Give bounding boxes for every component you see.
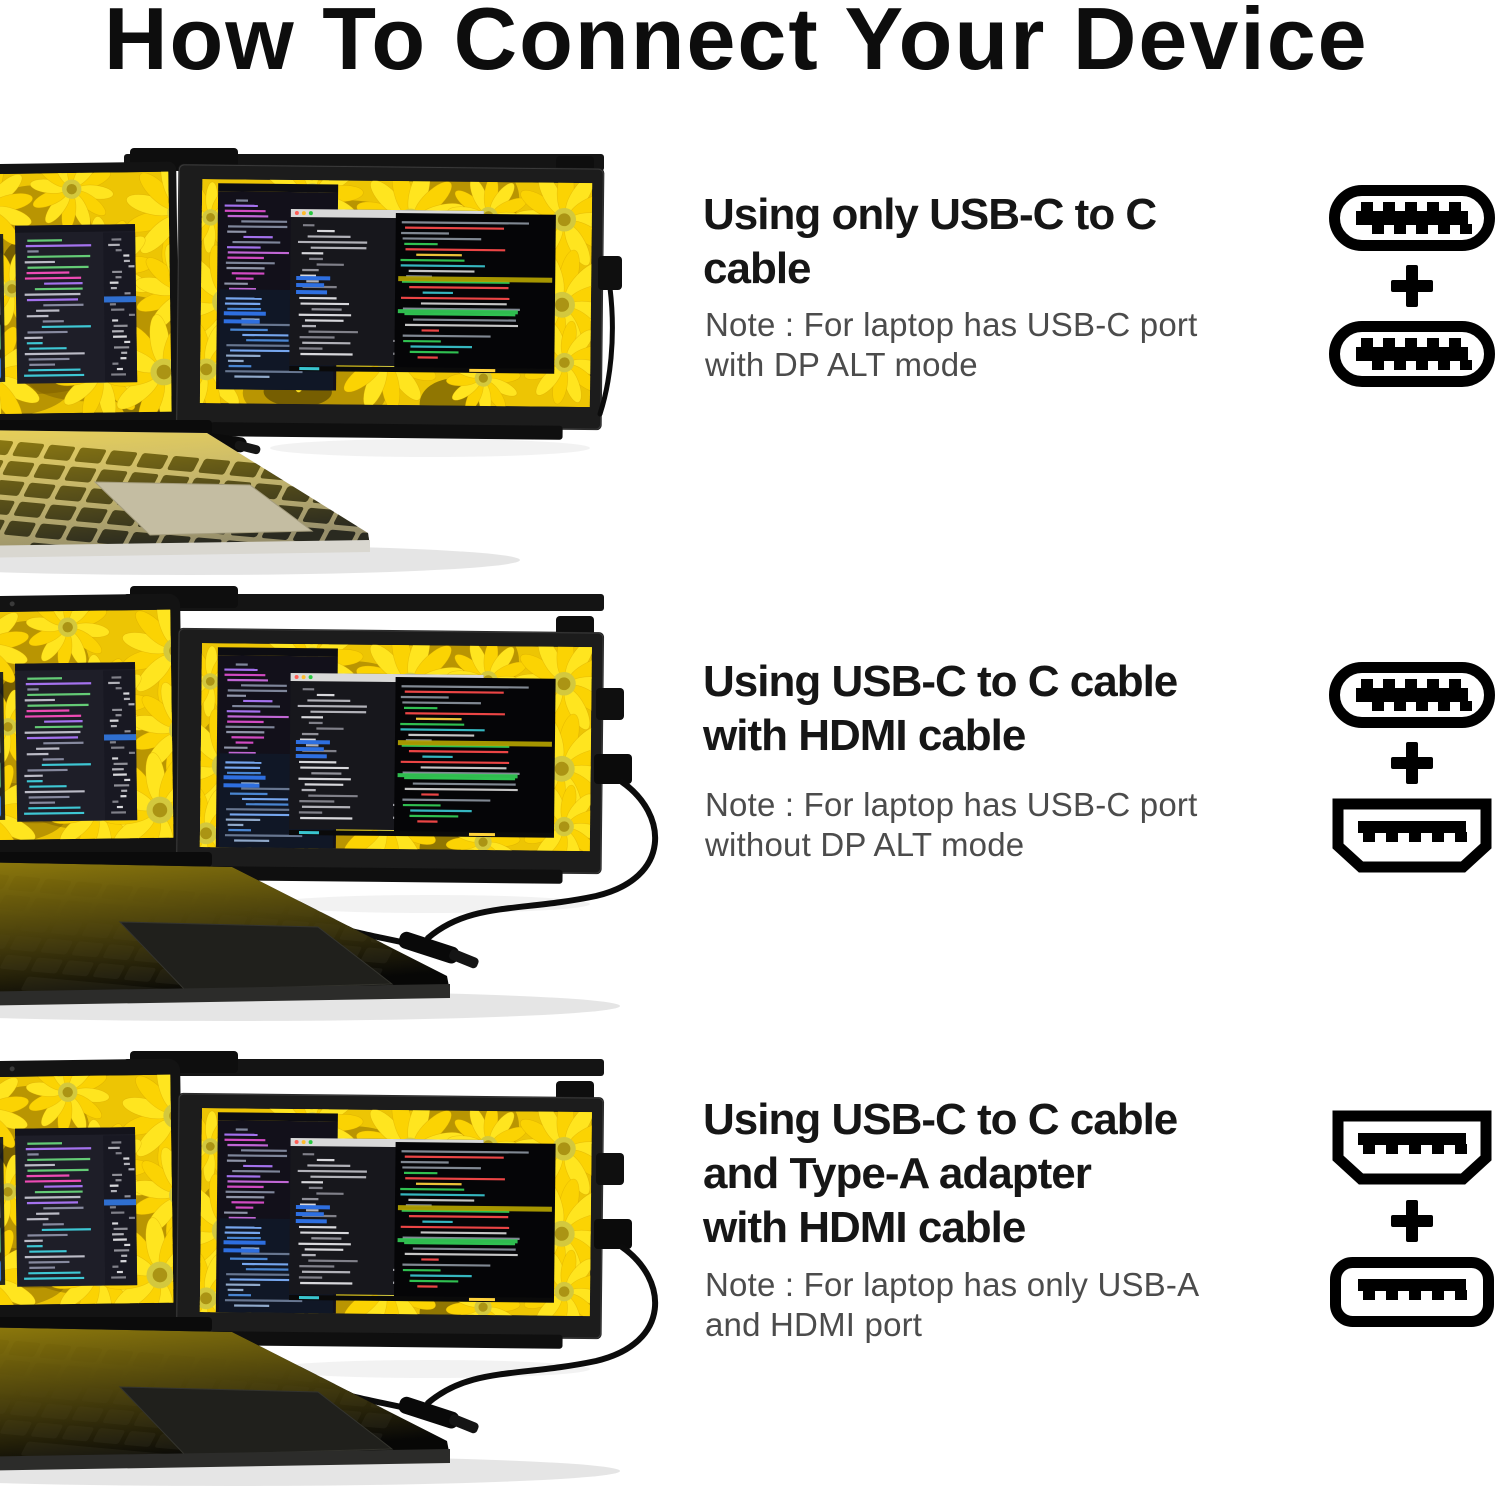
page-title: How To Connect Your Device: [104, 0, 1369, 90]
product-photo-usb-a-adapter-hdmi: [0, 1051, 665, 1497]
usb-c-icon: [1328, 660, 1496, 730]
plus-icon: [1390, 1199, 1434, 1243]
usb-c-icon: [1328, 183, 1496, 253]
product-photo-usb-c-only: [0, 148, 665, 594]
connector-icons: [1326, 183, 1498, 389]
product-photo-illustration: [0, 1051, 665, 1497]
product-photo-usb-c-hdmi: [0, 586, 665, 1032]
hdmi-icon: [1328, 1108, 1496, 1188]
option-note: Note : For laptop has only USB-A and HDM…: [705, 1265, 1265, 1345]
usb-c-icon: [1328, 319, 1496, 389]
hdmi-icon: [1328, 796, 1496, 876]
usb-a-icon: [1328, 1254, 1496, 1330]
plus-icon: [1390, 741, 1434, 785]
option-note: Note : For laptop has USB-C port without…: [705, 785, 1265, 865]
plus-icon: [1390, 264, 1434, 308]
connector-icons: [1326, 1108, 1498, 1330]
product-photo-illustration: [0, 586, 665, 1032]
option-heading: Using USB-C to C cable with HDMI cable: [703, 655, 1343, 763]
option-note: Note : For laptop has USB-C port with DP…: [705, 305, 1265, 385]
product-photo-illustration: [0, 148, 665, 594]
option-heading: Using USB-C to C cable and Type-A adapte…: [703, 1093, 1343, 1255]
connector-icons: [1326, 660, 1498, 876]
option-heading: Using only USB-C to C cable: [703, 188, 1343, 296]
